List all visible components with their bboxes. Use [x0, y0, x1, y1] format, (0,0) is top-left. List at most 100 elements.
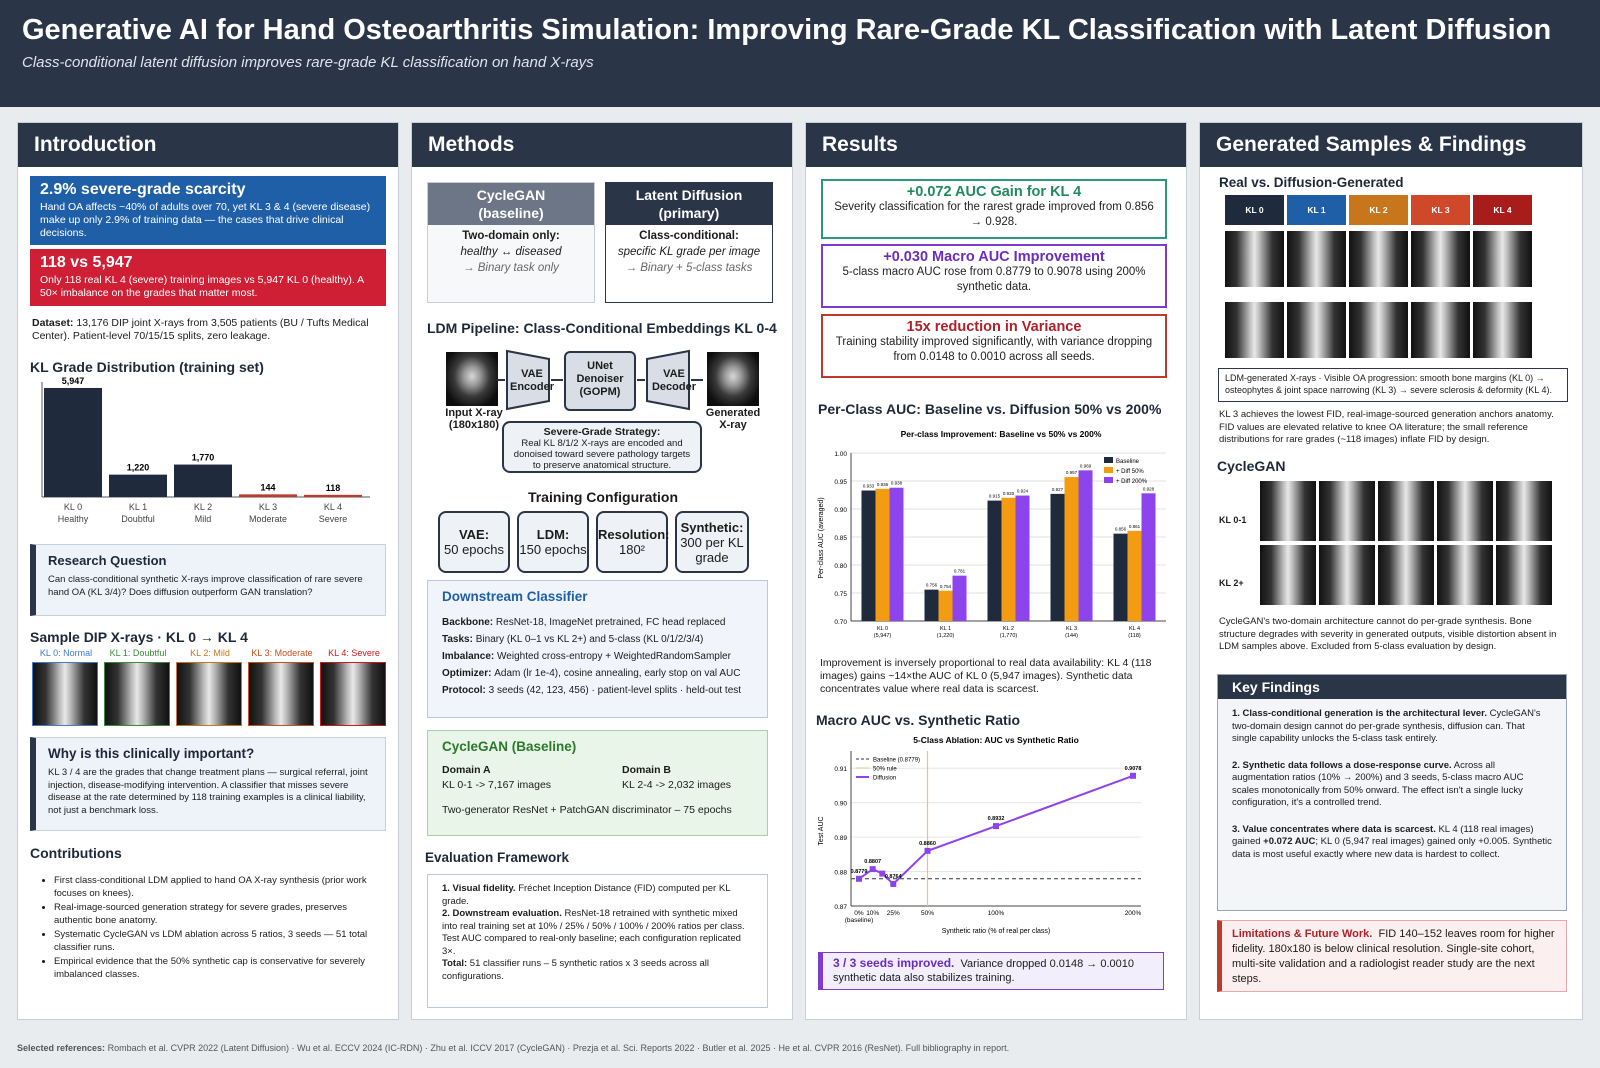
line-chart-title: 5-Class Ablation: AUC vs Synthetic Ratio	[913, 735, 1079, 745]
per-class-bar-label: 0.781	[954, 569, 966, 574]
line-ytick: 0.89	[834, 835, 847, 842]
eval-downstream-text: ResNet-18 retrained with synthetic mixed…	[442, 908, 745, 957]
cyclegan-row1-label: KL 0-1	[1219, 515, 1247, 525]
generated-xray-sample	[1225, 302, 1284, 358]
dist-bar	[109, 474, 167, 497]
scarcity-headline: 2.9% severe-grade scarcity	[40, 181, 246, 198]
methods-heading: Methods	[412, 123, 792, 167]
per-class-bar-label: 0.915	[989, 494, 1001, 499]
generated-xray-sample	[1473, 302, 1532, 358]
kl4-gain-text: Severity classification for the rarest g…	[834, 201, 1154, 228]
sample-xray-image	[176, 662, 242, 726]
references-footer: Selected references: Rombach et al. CVPR…	[17, 1043, 1009, 1053]
per-class-bar	[1113, 533, 1128, 621]
strategy-title: Severe-Grade Strategy:	[543, 426, 661, 438]
per-class-auc-chart: Per-class Improvement: Baseline vs 50% v…	[818, 429, 1166, 639]
per-class-caption: Improvement is inversely proportional to…	[820, 657, 1152, 695]
dist-category-label: KL 1	[129, 502, 147, 512]
per-class-xtick: KL 0	[877, 626, 888, 632]
contribution-item: Systematic CycleGAN vs LDM ablation acro…	[54, 929, 382, 954]
classifier-detail-value: 3 seeds (42, 123, 456) · patient-level s…	[488, 685, 742, 696]
cyclegan-xray-sample	[1319, 481, 1375, 541]
line-xtick: (baseline)	[845, 917, 874, 924]
line-ylabel: Test AUC	[818, 816, 825, 845]
per-class-bar-label: 0.920	[1003, 491, 1015, 496]
sample-label: KL 1: Doubtful	[109, 648, 167, 658]
dist-bar-value: 1,770	[192, 453, 215, 463]
dist-bar-value: 1,220	[127, 463, 150, 473]
generated-xray-image	[707, 352, 759, 406]
per-class-bar	[1078, 470, 1093, 621]
training-config-label: VAE:	[458, 527, 490, 542]
per-class-bar-label: 0.933	[863, 484, 875, 489]
key-finding-3-text-a: KL 4 (118 real images) gained	[1232, 823, 1534, 848]
cyclegan-samples-text: CycleGAN's two-domain architecture canno…	[1219, 616, 1557, 652]
latent-diffusion-card-bold: Class-conditional:	[639, 230, 739, 242]
per-class-bar-label: 0.754	[940, 584, 952, 589]
dist-bar	[239, 494, 297, 497]
cyclegan-xray-sample	[1496, 545, 1552, 605]
line-xtick: 100%	[988, 910, 1005, 917]
poster-title: Generative AI for Hand Osteoarthritis Si…	[22, 14, 1552, 46]
sample-label: KL 4: Severe	[328, 648, 380, 658]
cyclegan-xray-sample	[1260, 481, 1316, 541]
training-config-title: Training Configuration	[527, 489, 679, 505]
kl4-gain-box: +0.072 AUC Gain for KL 4 Severity classi…	[821, 179, 1167, 239]
cyclegan-xray-sample	[1496, 481, 1552, 541]
line-legend-label: Baseline (0.8779)	[873, 758, 920, 764]
per-class-bar-label: 0.856	[1115, 527, 1127, 532]
diffusion-point-label: 0.8764	[885, 874, 903, 880]
eval-downstream-label: 2. Downstream evaluation.	[442, 908, 562, 919]
dist-category-sublabel: Doubtful	[121, 514, 155, 524]
diffusion-point	[869, 866, 876, 873]
per-class-xtick: (1,220)	[937, 633, 955, 639]
variance-text: Training stability improved significantl…	[835, 336, 1153, 363]
per-class-bar	[1127, 530, 1142, 621]
per-class-legend-swatch	[1104, 467, 1113, 473]
per-class-bar	[952, 575, 967, 621]
training-config-label: LDM:	[536, 527, 570, 542]
per-class-legend-label: + Diff 50%	[1116, 469, 1144, 475]
limitations-text: FID 140–152 leaves room for higher fidel…	[1232, 928, 1555, 985]
diffusion-point-label: 0.8932	[988, 816, 1005, 822]
dist-bar	[304, 494, 362, 497]
latent-diffusion-card-head: Latent Diffusion (primary)	[606, 183, 772, 225]
results-column: Results +0.072 AUC Gain for KL 4 Severit…	[805, 122, 1187, 1020]
per-class-legend-label: Baseline	[1116, 459, 1140, 465]
key-finding-1: 1. Class-conditional generation is the a…	[1232, 708, 1552, 746]
contributions-title: Contributions	[30, 845, 122, 861]
sample-xray-image	[32, 662, 98, 726]
scarcity-highlight: 2.9% severe-grade scarcity Hand OA affec…	[30, 176, 386, 245]
per-class-xtick: (118)	[1128, 633, 1141, 639]
per-class-legend-swatch	[1104, 477, 1113, 483]
cyclegan-architecture-text: Two-generator ResNet + PatchGAN discrimi…	[442, 804, 732, 816]
per-class-bar	[875, 488, 890, 621]
grade-header: KL 1	[1287, 195, 1346, 225]
input-xray-label: Input X-ray (180x180)	[445, 407, 503, 431]
dist-bar-value: 144	[260, 482, 275, 492]
macro-auc-title: Macro AUC vs. Synthetic Ratio	[816, 712, 1021, 728]
limitations-label: Limitations & Future Work.	[1232, 928, 1373, 940]
per-class-ytick: 0.80	[834, 563, 847, 570]
severe-grade-strategy-box: Severe-Grade Strategy: Real KL 8/1/2 X-r…	[502, 421, 702, 473]
per-class-bar-label: 0.861	[1129, 524, 1141, 529]
classifier-detail-key: Protocol:	[442, 685, 489, 696]
eval-fidelity-label: 1. Visual fidelity.	[442, 883, 516, 894]
per-class-ylabel: Per-class AUC (averaged)	[818, 497, 825, 578]
per-class-bar	[889, 487, 904, 621]
cyclegan-card-bold: Two-domain only:	[462, 230, 560, 242]
results-heading: Results	[806, 123, 1186, 167]
training-config-box: LDM:150 epochs	[517, 511, 589, 573]
key-finding-2-text: Across all augmentation ratios (10% → 20…	[1232, 759, 1524, 809]
line-ytick: 0.91	[834, 766, 847, 773]
seeds-improved-box: 3 / 3 seeds improved. Variance dropped 0…	[818, 952, 1164, 990]
training-config-box: Synthetic:300 per KL grade	[675, 511, 749, 573]
downstream-classifier-box: Downstream Classifier Backbone: ResNet-1…	[427, 580, 768, 718]
per-class-bar	[1050, 493, 1065, 621]
cyclegan-samples-title: CycleGAN	[1217, 458, 1286, 474]
macro-auc-chart: 5-Class Ablation: AUC vs Synthetic Ratio…	[818, 735, 1142, 935]
downstream-classifier-title: Downstream Classifier	[442, 589, 588, 604]
latent-diffusion-card: Latent Diffusion (primary) Class-conditi…	[605, 182, 773, 303]
